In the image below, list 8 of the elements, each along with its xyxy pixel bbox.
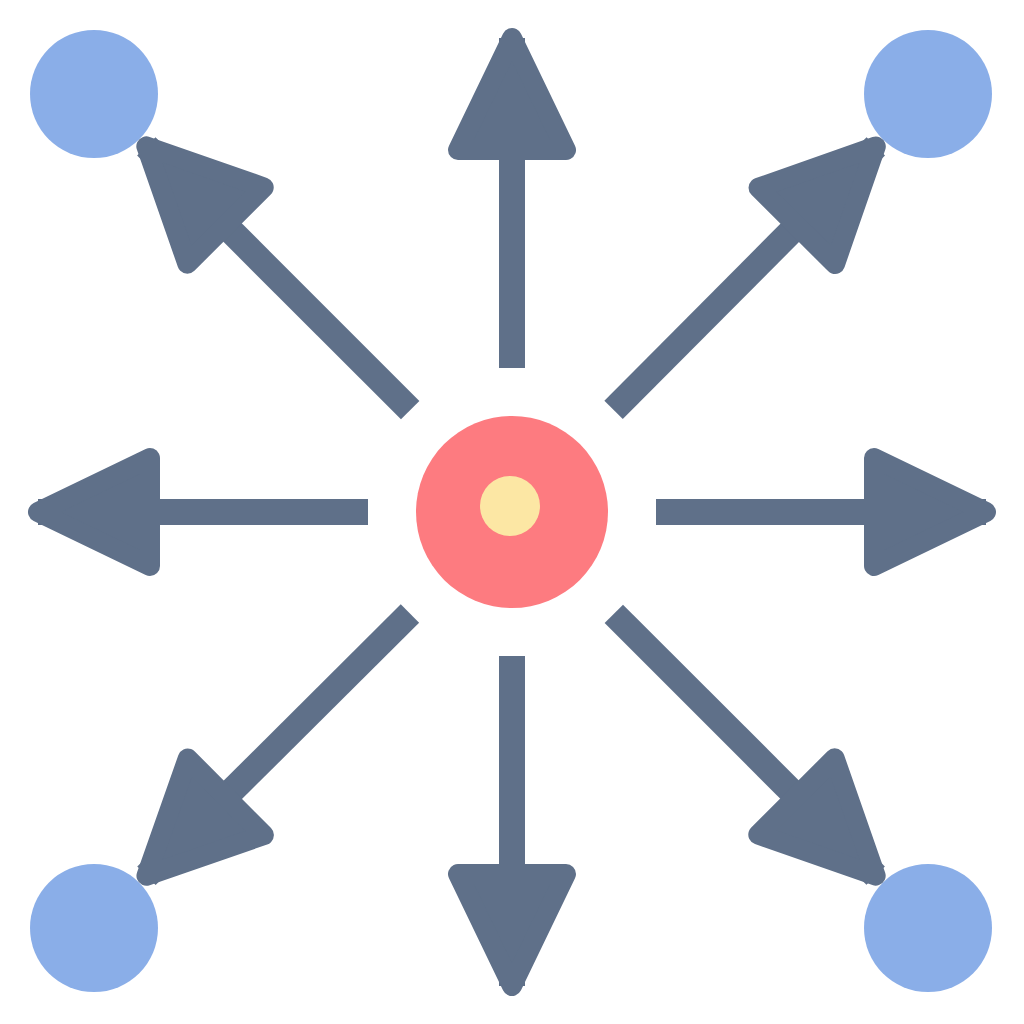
- arrow: [604, 604, 886, 886]
- arrow: [136, 604, 420, 886]
- arrow: [656, 448, 996, 576]
- arrow: [448, 656, 576, 996]
- arrow: [604, 136, 886, 420]
- arrow: [136, 136, 420, 420]
- arrow: [448, 28, 576, 368]
- arrow: [28, 448, 368, 576]
